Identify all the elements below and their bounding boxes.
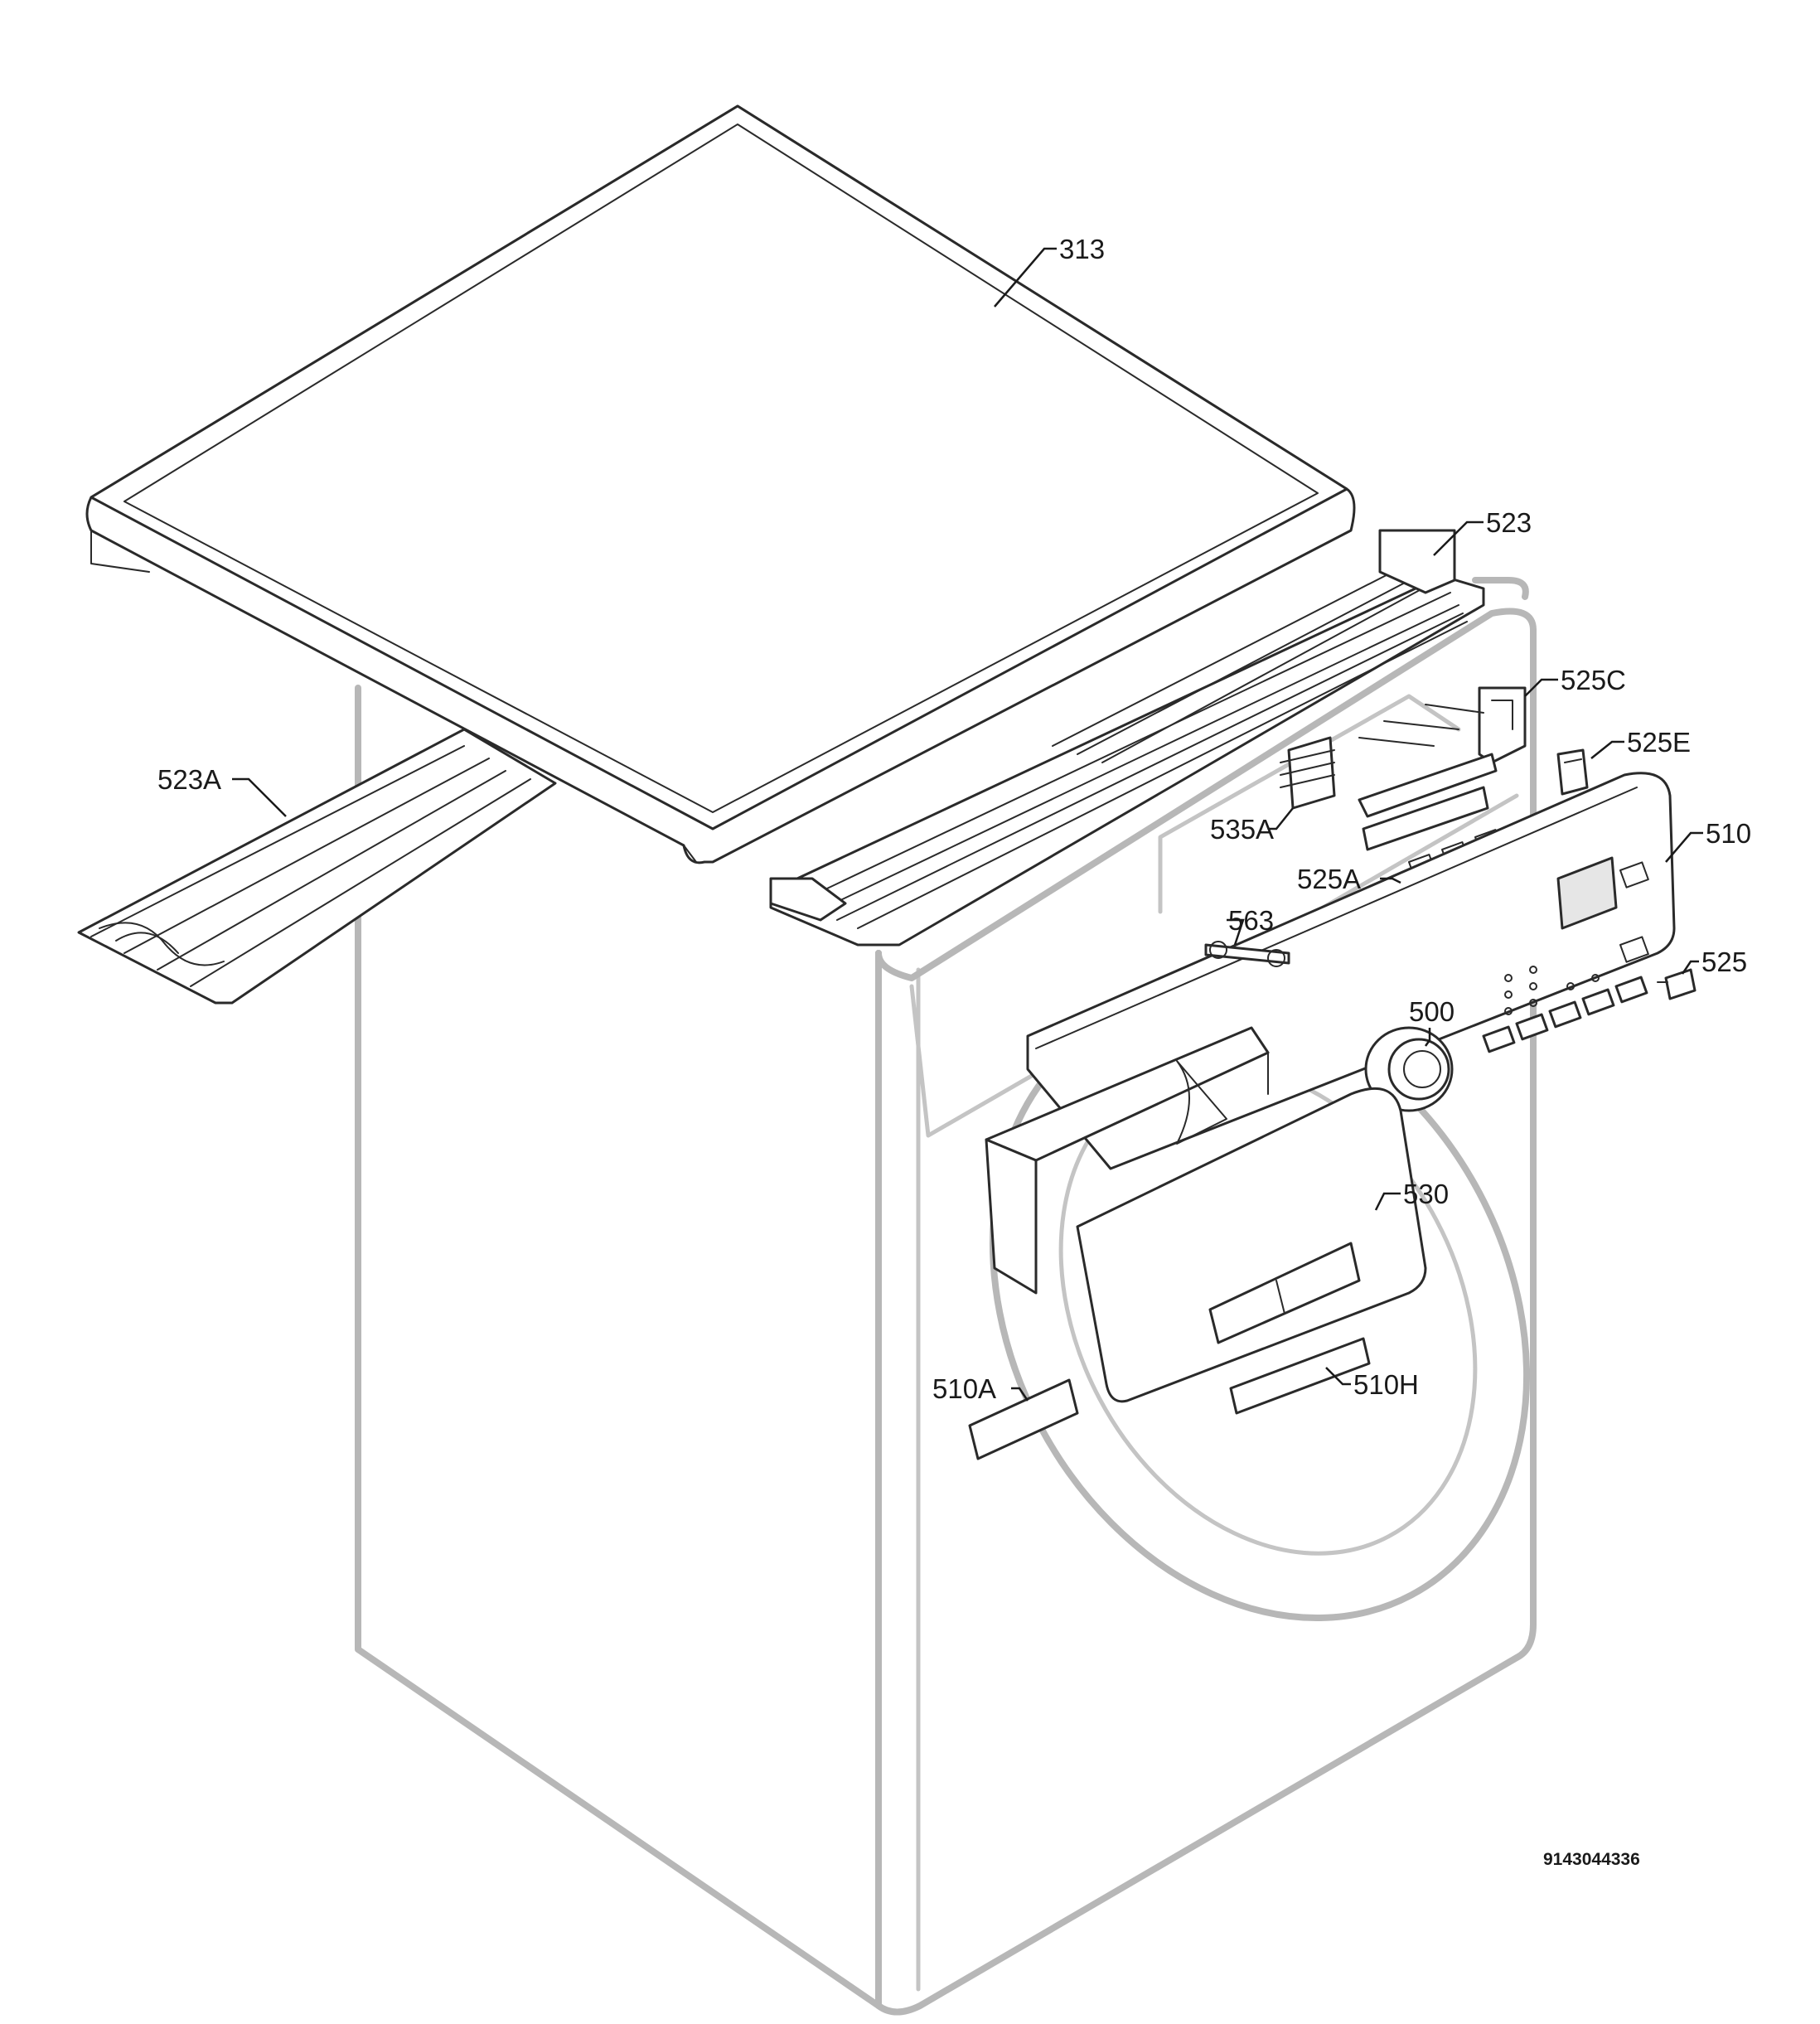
- document-number: 9143044336: [1543, 1850, 1640, 1869]
- callout-500: 500: [1409, 996, 1455, 1027]
- heater-bracket-part: [769, 529, 1485, 947]
- indicator-525e-part: [1556, 748, 1589, 796]
- callout-525e: 525E: [1627, 727, 1691, 758]
- callout-labels: 313 523 525C 525E 523A 535A 510 525A 563…: [157, 234, 1751, 1404]
- callout-313: 313: [1059, 234, 1105, 264]
- side-rail-part: [77, 728, 557, 1005]
- callout-525c: 525C: [1561, 665, 1626, 695]
- control-board-part: [1358, 686, 1527, 764]
- pin-563-part: [1204, 941, 1290, 967]
- detergent-drawer-part: [985, 1026, 1427, 1403]
- connector-535a-part: [1280, 736, 1336, 810]
- callout-525a: 525A: [1297, 864, 1361, 894]
- switch-525-part: [1657, 968, 1697, 1000]
- callout-530: 530: [1403, 1179, 1449, 1209]
- callout-523: 523: [1486, 507, 1532, 538]
- callout-563: 563: [1228, 905, 1274, 936]
- label-plate-510a-part: [968, 1378, 1079, 1460]
- handle-label-510h-part: [1229, 1337, 1371, 1415]
- callout-510: 510: [1706, 818, 1751, 849]
- callout-525: 525: [1701, 947, 1747, 977]
- top-lid-part: [85, 104, 1356, 864]
- callout-510h: 510H: [1353, 1369, 1419, 1400]
- callout-535a: 535A: [1210, 814, 1274, 845]
- callout-510a: 510A: [932, 1373, 996, 1404]
- callout-523a: 523A: [157, 764, 221, 795]
- callout-leaders: [232, 247, 1703, 1402]
- program-knob-part: [1364, 1026, 1454, 1112]
